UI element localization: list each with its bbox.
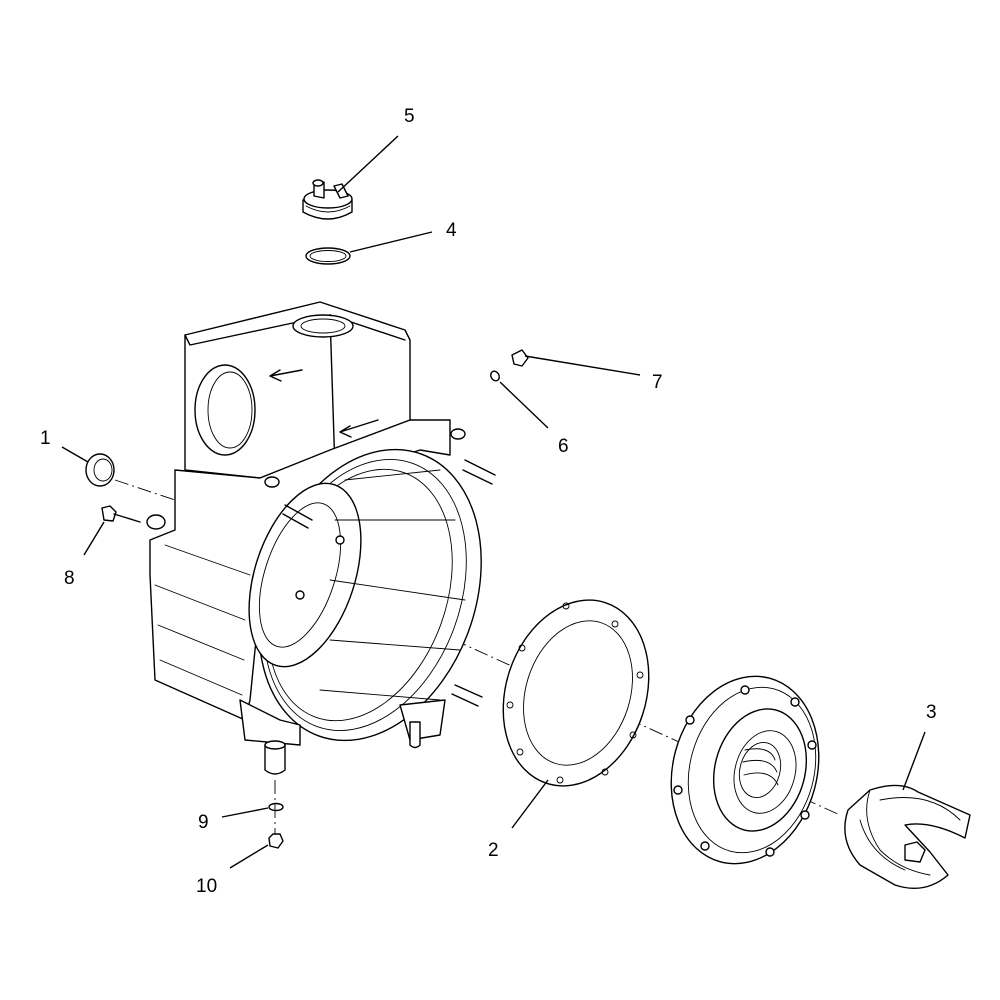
leader-8: [83, 521, 105, 556]
pump-housing: [146, 301, 496, 775]
callout-9: 9: [198, 812, 209, 833]
callout-4: 4: [446, 220, 457, 241]
leader-4: [349, 231, 433, 253]
leader-10: [229, 844, 269, 869]
callout-10: 10: [196, 876, 217, 897]
callout-1: 1: [40, 428, 51, 449]
leader-7: [524, 355, 641, 376]
leader-1: [61, 446, 89, 463]
part-5-fill-plug: [302, 179, 353, 220]
part-2-gasket: [502, 599, 650, 787]
part-10-nut: [268, 833, 284, 849]
leader-6: [499, 381, 549, 429]
callout-6: 6: [558, 436, 569, 457]
part-8-bolt: [101, 505, 141, 523]
part-9-washer: [268, 802, 284, 812]
leader-3: [902, 731, 926, 791]
part-3-impeller: [844, 784, 971, 889]
callout-5: 5: [404, 106, 415, 127]
part-4-o-ring: [305, 247, 351, 265]
part-6-washer: [490, 370, 500, 382]
leader-2: [511, 779, 549, 829]
callout-2: 2: [488, 840, 499, 861]
callout-3: 3: [926, 702, 937, 723]
callout-7: 7: [652, 372, 663, 393]
part-1-bushing: [85, 453, 115, 487]
seal-plate: [670, 675, 820, 865]
leader-5: [337, 135, 399, 193]
part-7-screw: [511, 349, 529, 367]
leader-9: [221, 807, 269, 818]
callout-8: 8: [64, 568, 75, 589]
